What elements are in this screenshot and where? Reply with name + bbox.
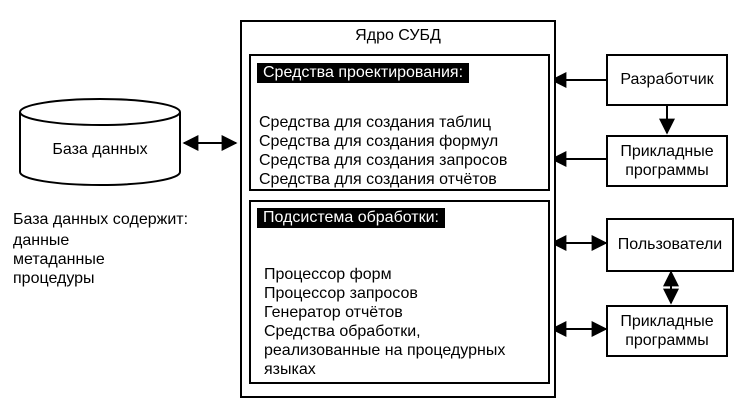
database-contents-title: База данных содержит: bbox=[13, 211, 189, 228]
design-tools-item: Средства для создания запросов bbox=[259, 152, 508, 169]
design-tools-list: Средства для создания таблиц Средства дл… bbox=[259, 113, 507, 189]
processing-subsystem-item: реализованные на процедурных bbox=[264, 342, 506, 359]
design-tools-item: Средства для создания отчётов bbox=[259, 171, 497, 188]
processing-subsystem-list: Процессор форм Процессор запросов Генера… bbox=[264, 265, 505, 379]
processing-subsystem-item: Средства обработки, bbox=[264, 323, 421, 340]
database-label: База данных bbox=[52, 141, 148, 158]
applications-bottom-line: Прикладные bbox=[620, 313, 714, 330]
database-contents-item: метаданные bbox=[13, 251, 105, 268]
processing-subsystem-heading: Подсистема обработки: bbox=[257, 208, 445, 228]
design-tools-item: Средства для создания таблиц bbox=[259, 114, 492, 131]
processing-subsystem-item: Процессор форм bbox=[264, 266, 392, 283]
processing-subsystem-item: Процессор запросов bbox=[264, 285, 418, 302]
design-tools-heading: Средства проектирования: bbox=[257, 63, 470, 83]
users-box: Пользователи bbox=[606, 218, 734, 272]
design-tools-item: Средства для создания формул bbox=[259, 133, 499, 150]
database-contents-list: данные метаданные процедуры bbox=[13, 231, 105, 288]
applications-top-line: Прикладные bbox=[620, 143, 714, 160]
processing-subsystem-item: языках bbox=[264, 361, 316, 378]
processing-subsystem-item: Генератор отчётов bbox=[264, 304, 403, 321]
applications-top-box: Прикладные программы bbox=[606, 135, 728, 187]
dbms-core-title: Ядро СУБД bbox=[355, 27, 441, 44]
applications-bottom-line: программы bbox=[625, 332, 709, 349]
applications-bottom-box: Прикладные программы bbox=[606, 305, 728, 357]
database-cylinder bbox=[19, 98, 181, 186]
applications-top-line: программы bbox=[625, 162, 709, 179]
database-contents-item: процедуры bbox=[13, 270, 95, 287]
database-contents-item: данные bbox=[13, 232, 70, 249]
processing-subsystem-box bbox=[249, 200, 550, 384]
developer-box: Разработчик bbox=[606, 54, 728, 106]
